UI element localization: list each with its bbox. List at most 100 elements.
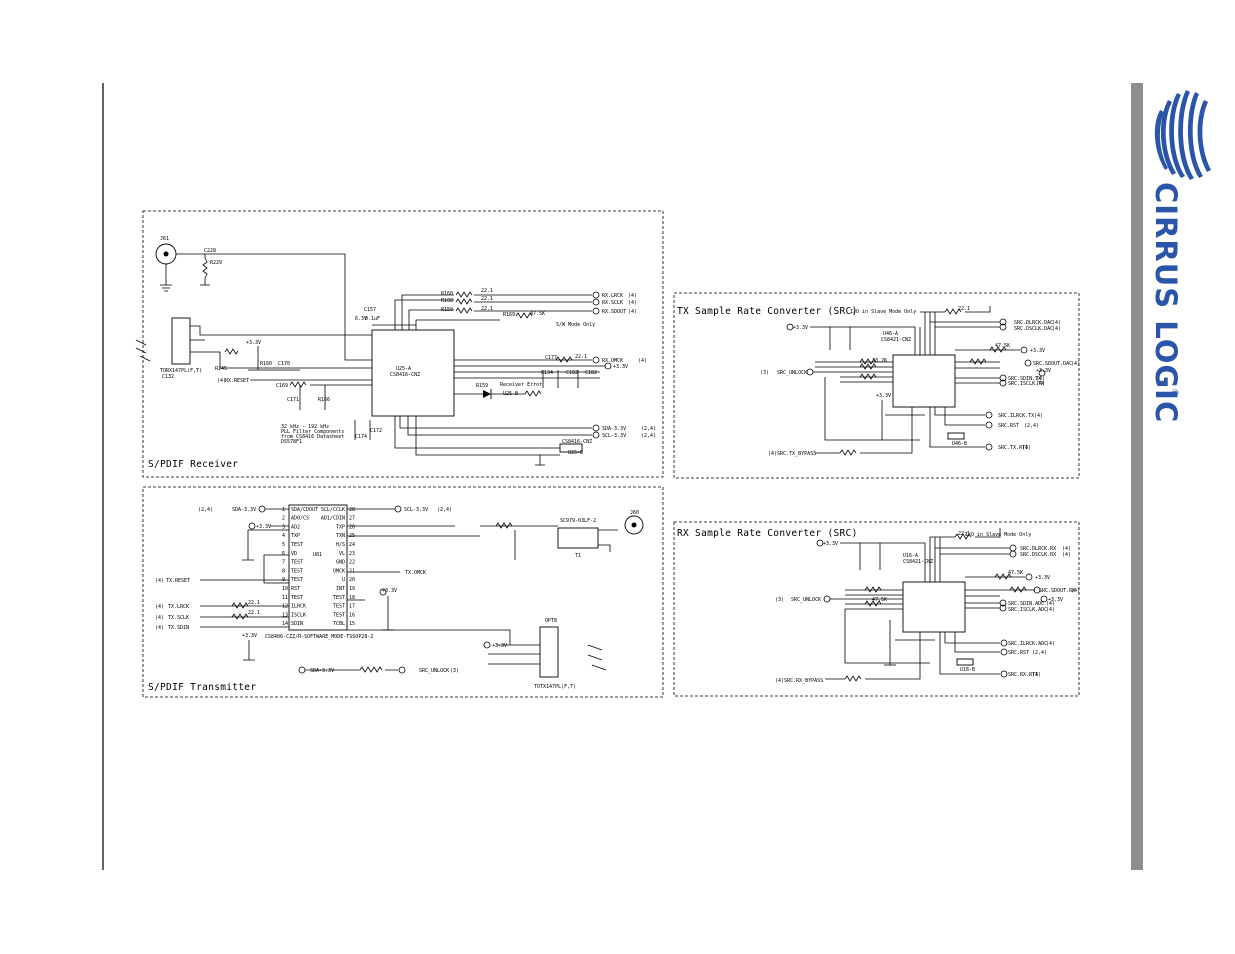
ref-c182: C182: [585, 370, 597, 376]
connector-txsrc-o8-icon: [985, 443, 993, 451]
label-rx-omck: RX.OMCK: [602, 358, 623, 364]
label-rxsrc-o8-ref: (4): [1032, 672, 1041, 678]
ref-u81: U81: [313, 552, 322, 558]
label-tx-sda-b: SDA-3.3V: [310, 668, 334, 674]
label-txsrc-v33-d: +3.3V: [876, 393, 891, 399]
light-arrows-icon: [135, 339, 151, 362]
u81-pin-left-label: TXP: [291, 533, 300, 539]
sidebar-bar: [1131, 83, 1143, 870]
label-rx-reset: RX.RESET: [225, 378, 249, 384]
connector-txsrc-o1-icon: [999, 318, 1007, 326]
connector-tx-scl-icon: [394, 505, 402, 513]
u81-pin-right-label: VL: [339, 551, 345, 557]
resistor-r145: [555, 356, 573, 363]
u81-pin-left-number: 10: [282, 586, 288, 592]
rx-src-section: RX Sample Rate Converter (SRC) I/O in Sl…: [673, 521, 1080, 697]
ref-u25a: U25-A: [396, 366, 411, 372]
inductor-l1: [224, 348, 239, 355]
label-txsrc-o7-ref: (2,4): [1024, 423, 1039, 429]
label-rxsrc-v33: +3.3V: [823, 541, 838, 547]
connector-txsrc-o4-icon: [999, 374, 1007, 382]
u81-pin-left-number: 3: [282, 524, 285, 530]
ic-u46b: [947, 432, 965, 440]
label-rxsrc-v33-b: +3.3V: [1035, 575, 1050, 581]
connector-rxsrc-v33-icon: [816, 539, 824, 547]
u81-left-pins: SDA/CDOUT1AD0/CS2AD23TXP4TEST5VD6TEST7TE…: [282, 507, 318, 627]
resistors-rxsrc-in: [864, 586, 882, 607]
connector-tx-sda-b-icon: [298, 666, 306, 674]
u81-pin-right-number: 26: [349, 524, 355, 530]
u81-pin-left-label: SDIN: [291, 621, 303, 627]
label-txsrc-o3: SRC.SDOUT.DAC: [1033, 361, 1072, 367]
label-txsrc-o6-ref: (4): [1034, 413, 1043, 419]
label-txsrc-o3-ref: (4): [1071, 361, 1080, 367]
label-txsrc-o4-ref: (4): [1036, 376, 1045, 382]
u81-pin-left-label: SDA/CDOUT: [291, 507, 318, 513]
label-tx-v33-c: +3.3V: [492, 643, 507, 649]
label-rxsrc-o6-ref: (4): [1046, 641, 1055, 647]
u81-pin-right-number: 22: [349, 560, 355, 566]
u81-pin-right-label: SCL/CCLK: [321, 507, 345, 513]
label-r22-a: 22.1: [481, 288, 493, 294]
cirrus-logo-mark: [1154, 90, 1211, 180]
label-rxsrc-unlock-ref: (3): [775, 597, 784, 603]
connector-rxsrc-o5-icon: [999, 604, 1007, 612]
connector-rx-sda-icon: [592, 424, 600, 432]
resistors-out: [455, 291, 473, 314]
connector-txsrc-o5-icon: [999, 379, 1007, 387]
note-sw-mode: S/W Mode Only: [556, 322, 595, 328]
label-tx-lrck-ref: (4): [155, 604, 164, 610]
ref-r169: R169: [503, 312, 515, 318]
connector-rx-omck-icon: [592, 356, 600, 364]
u81-pin-right-number: 18: [349, 595, 355, 601]
connector-rxsrc-o6-icon: [1000, 639, 1008, 647]
label-tx-sclk-ref: (4): [155, 615, 164, 621]
ref-opt5: C132: [162, 374, 174, 380]
u81-pin-left-label: ISCLK: [291, 612, 306, 618]
label-tx-r22-b: 22.1: [248, 610, 260, 616]
resistor-r169: [515, 312, 533, 319]
connector-tx-v33-c-icon: [483, 641, 491, 649]
ref-c174: C174: [355, 434, 367, 440]
connector-rxsrc-unlock-icon: [823, 595, 831, 603]
label-rxsrc-r47-b: 47.5K: [1008, 570, 1023, 576]
u81-pin-right-number: 16: [349, 612, 355, 618]
label-rxsrc-o3: SRC.SDOUT.RX: [1039, 588, 1075, 594]
u81-pin-right-number: 24: [349, 542, 355, 548]
ref-r168: R168: [441, 298, 453, 304]
label-tx-unlock: SRC_UNLOCK: [419, 668, 449, 674]
transmitter-section: S/PDIF Transmitter U81 CS8406-CZZ/R-SOFT…: [142, 486, 664, 698]
label-rx-sda-ref: (2,4): [641, 426, 656, 432]
tx-src-section: TX Sample Rate Converter (SRC) I/O in Sl…: [673, 292, 1080, 479]
label-rxsrc-o7-ref: (2,4): [1032, 650, 1047, 656]
pll-note-1: 32 kHz - 192 kHz: [281, 424, 329, 430]
u81-pin-right-label: TEST: [333, 612, 345, 618]
connector-rxsrc-o4-icon: [999, 599, 1007, 607]
part-u16a: CS8421-CNZ: [903, 559, 933, 565]
ref-c169: R145: [215, 366, 227, 372]
u81-pin-left-label: TEST: [291, 595, 303, 601]
rca-jack-j60-pin-icon: [631, 522, 637, 528]
connector-rx-sclk-icon: [592, 298, 600, 306]
resistor-r187: [839, 449, 857, 456]
resistor-r25: [359, 666, 383, 673]
resistor-r166: [289, 381, 307, 388]
u81-pin-right-label: TEST: [333, 604, 345, 610]
ref-c157: C157: [364, 307, 376, 313]
label-txsrc-v33-c: +3.3V: [1036, 368, 1051, 374]
label-txsrc-o1: SRC.DLRCK.DAC: [1014, 320, 1053, 326]
label-rx-reset-ref: (4): [217, 378, 226, 384]
u81-pin-left-number: 1: [282, 507, 285, 513]
ic-u16a: [902, 581, 966, 633]
u81-pin-left-number: 12: [282, 604, 288, 610]
label-rx-ref-1: (4): [628, 293, 637, 299]
connector-rx-lrck-icon: [592, 291, 600, 299]
receiver-section: S/PDIF Receiver J61 C228 R229 C132 TORX1…: [135, 210, 664, 478]
connector-rxsrc-o8-icon: [1000, 670, 1008, 678]
label-r47-rx: 47.5K: [530, 311, 545, 317]
connector-tx-unlock-icon: [398, 666, 406, 674]
u81-pin-right-label: TCBL: [333, 621, 345, 627]
u81-pin-left-number: 7: [282, 560, 285, 566]
resistor-r108: [844, 675, 862, 682]
